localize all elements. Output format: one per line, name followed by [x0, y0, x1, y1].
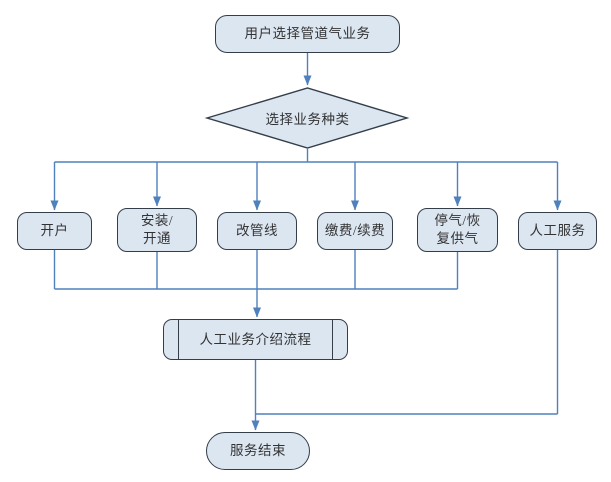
node-start: 用户选择管道气业务 — [215, 15, 400, 53]
node-manual-service: 人工服务 — [518, 212, 597, 250]
node-open-account: 开户 — [17, 212, 92, 250]
node-pay-renew: 缴费/续费 — [317, 212, 393, 250]
node-manual-intro-process: 人工业务介绍流程 — [163, 319, 348, 360]
decision-diamond-shape — [204, 87, 410, 149]
node-stop-resume-gas: 停气/恢 复供气 — [417, 208, 498, 252]
process-label: 人工业务介绍流程 — [199, 331, 312, 347]
node-end: 服务结束 — [206, 432, 310, 470]
node-install-activate: 安装/ 开通 — [117, 208, 197, 252]
process-left-bar — [178, 320, 179, 359]
process-right-bar — [332, 320, 333, 359]
node-decision-label: 选择业务种类 — [265, 112, 350, 127]
node-change-pipeline: 改管线 — [217, 212, 297, 250]
